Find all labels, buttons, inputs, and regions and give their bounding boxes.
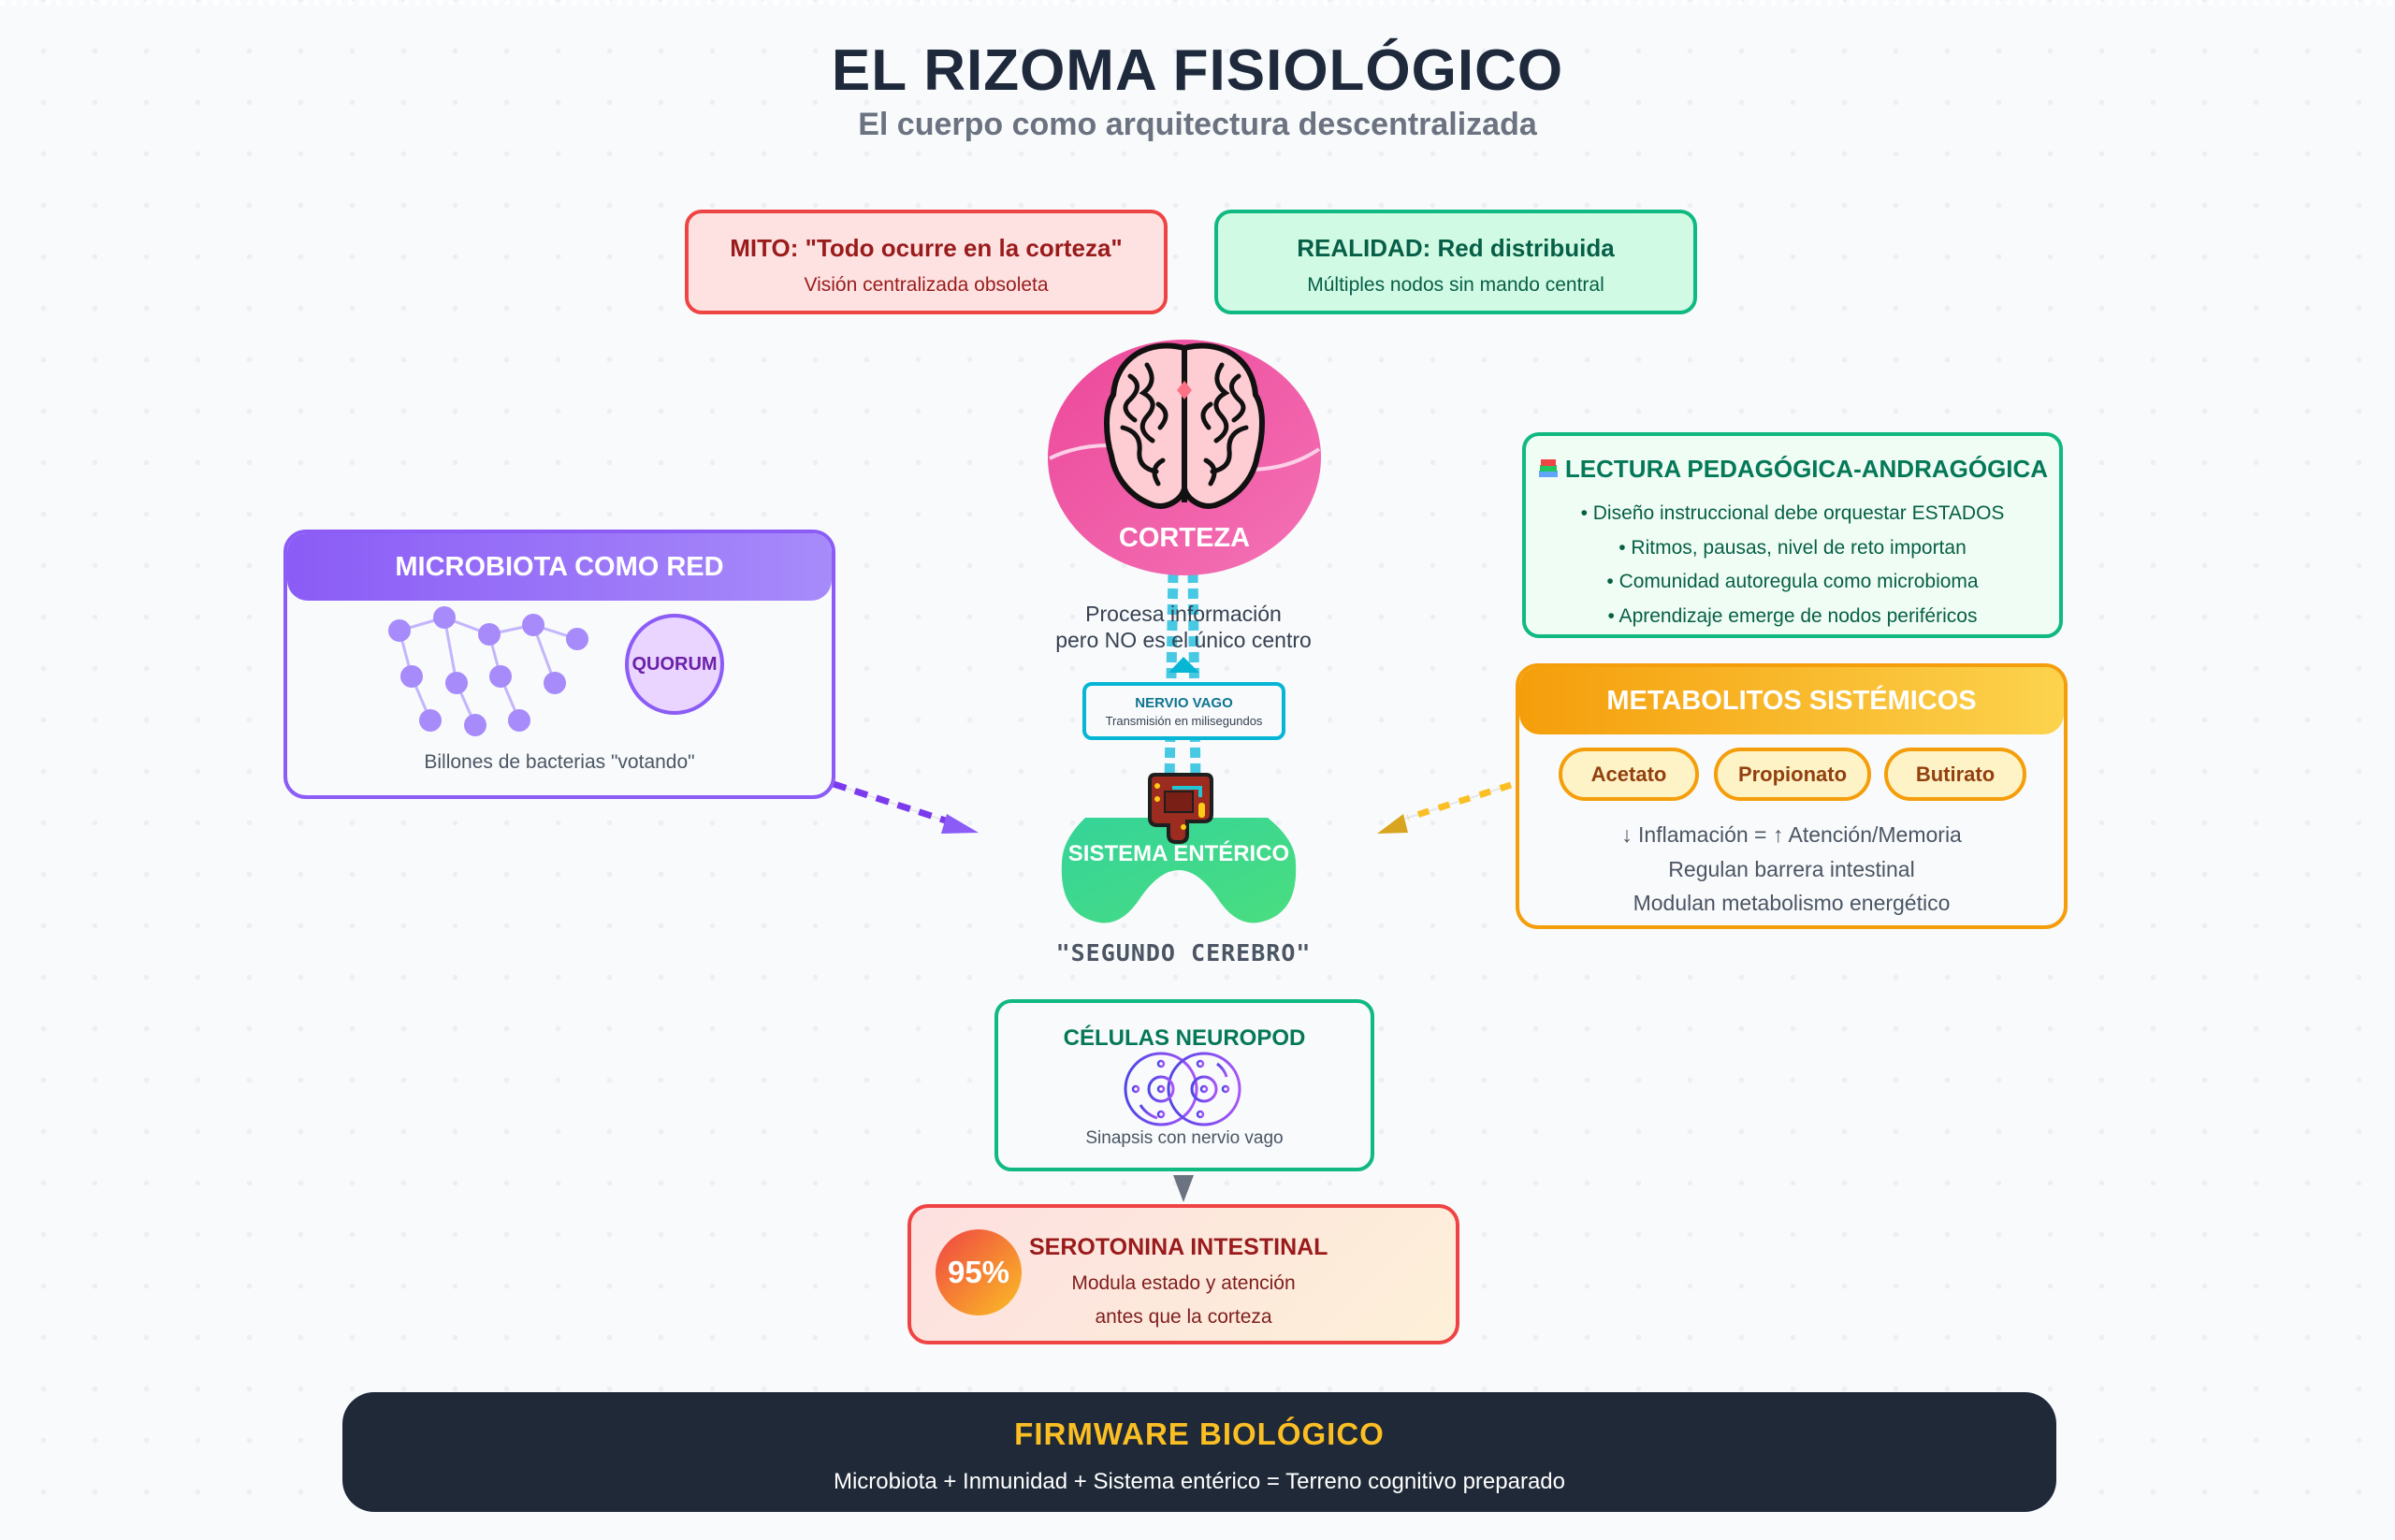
pedagogy-title: LECTURA PEDAGÓGICA-ANDRAGÓGICA <box>1564 455 2049 483</box>
myth-box: MITO: "Todo ocurre en la corteza" Visión… <box>685 210 1168 314</box>
bacteria-node <box>566 628 588 650</box>
metabolites-effect-line: Regulan barrera intestinal <box>1668 856 1915 881</box>
quorum-badge: QUORUM <box>625 614 724 715</box>
firmware-subtitle: Microbiota + Inmunidad + Sistema entéric… <box>833 1469 1565 1494</box>
reality-box: REALIDAD: Red distribuida Múltiples nodo… <box>1214 210 1697 314</box>
serotonin-percent-badge: 95% <box>936 1229 1022 1315</box>
bacteria-node <box>489 665 512 688</box>
pedagogy-item: • Comunidad autoregula como microbioma <box>1606 571 1979 592</box>
firmware-title: FIRMWARE BIOLÓGICO <box>1014 1417 1385 1451</box>
bacteria-node <box>419 709 442 732</box>
bacteria-node <box>508 709 530 732</box>
enteric-label: SISTEMA ENTÉRICO <box>1067 841 1290 866</box>
pedagogy-item: • Aprendizaje emerge de nodos periférico… <box>1607 604 1978 627</box>
bacteria-node <box>478 623 501 646</box>
metabolites-effect-line: ↓ Inflamación = ↑ Atención/Memoria <box>1621 822 1962 847</box>
bacteria-node <box>400 665 423 688</box>
cortex-description-line2: pero NO es el único centro <box>1055 627 1312 652</box>
metabolites-title: METABOLITOS SISTÉMICOS <box>1519 667 2064 734</box>
neuropod-caption: Sinapsis con nervio vago <box>1085 1128 1284 1148</box>
pedagogy-list: • Diseño instruccional debe orquestar ES… <box>1526 497 2059 633</box>
reality-title: REALIDAD: Red distribuida <box>1297 234 1615 262</box>
vagus-title: NERVIO VAGO <box>1135 695 1233 711</box>
cortex-node <box>1048 340 1321 575</box>
reality-subtitle: Múltiples nodos sin mando central <box>1307 274 1604 296</box>
myth-subtitle: Visión centralizada obsoleta <box>804 274 1049 296</box>
metabolites-to-enteric-arrow <box>1377 781 1513 834</box>
metabolite-pill-acetato: Acetato <box>1559 748 1699 801</box>
bacteria-node <box>522 614 544 636</box>
neuropod-title: CÉLULAS NEUROPOD <box>1063 1025 1306 1051</box>
vagus-arrow-up-icon <box>1168 657 1199 673</box>
bacteria-node <box>464 714 486 736</box>
serotonin-line1: Modula estado y atención <box>1071 1272 1296 1294</box>
bacteria-node <box>544 672 566 694</box>
pedagogy-item: • Diseño instruccional debe orquestar ES… <box>1580 502 2005 524</box>
cortex-description: Procesa información pero NO es el único … <box>1010 602 1357 653</box>
metabolite-pill-propionato: Propionato <box>1714 748 1871 801</box>
intestine-icon <box>1148 773 1213 844</box>
microbiota-box: MICROBIOTA COMO RED <box>283 530 835 799</box>
second-brain-caption: "SEGUNDO CEREBRO" <box>1055 939 1312 966</box>
neuropod-to-serotonin-arrow <box>1173 1175 1194 1202</box>
pedagogy-item: • Ritmos, pausas, nivel de reto importan <box>1618 536 1967 559</box>
metabolite-pill-butirato: Butirato <box>1884 748 2026 801</box>
microbiota-to-enteric-arrow <box>832 780 979 834</box>
metabolites-effects: ↓ Inflamación = ↑ Atención/Memoria Regul… <box>1516 818 2068 921</box>
vagus-subtitle: Transmisión en milisegundos <box>1105 714 1263 728</box>
serotonin-title: SEROTONINA INTESTINAL <box>1029 1234 1328 1260</box>
page-title: EL RIZOMA FISIOLÓGICO <box>831 38 1564 103</box>
microbiota-title: MICROBIOTA COMO RED <box>287 533 832 601</box>
pedagogy-box: LECTURA PEDAGÓGICA-ANDRAGÓGICA • Diseño … <box>1522 432 2063 638</box>
myth-title: MITO: "Todo ocurre en la corteza" <box>730 234 1123 262</box>
cortex-description-line1: Procesa información <box>1085 602 1282 626</box>
bacteria-node <box>388 619 411 642</box>
vagus-nerve-box: NERVIO VAGO Transmisión en milisegundos <box>1082 682 1285 740</box>
brain-icon <box>1104 342 1265 509</box>
microbiota-caption: Billones de bacterias "votando" <box>424 751 695 773</box>
enteric-system-node <box>1061 818 1297 923</box>
bacteria-node <box>445 672 468 694</box>
bacteria-network-icon <box>388 606 588 736</box>
bacteria-node <box>433 606 456 629</box>
pedagogy-header: LECTURA PEDAGÓGICA-ANDRAGÓGICA <box>1526 455 2059 484</box>
cortex-label: CORTEZA <box>1118 523 1251 553</box>
page-subtitle: El cuerpo como arquitectura descentraliz… <box>858 107 1537 142</box>
books-icon <box>1538 459 1558 477</box>
serotonin-line2: antes que la corteza <box>1095 1306 1272 1328</box>
firmware-banner: FIRMWARE BIOLÓGICO Microbiota + Inmunida… <box>342 1392 2056 1512</box>
neuropod-box: CÉLULAS NEUROPOD <box>994 999 1374 1171</box>
cells-icon <box>1124 1052 1241 1126</box>
metabolites-effect-line: Modulan metabolismo energético <box>1633 891 1951 915</box>
